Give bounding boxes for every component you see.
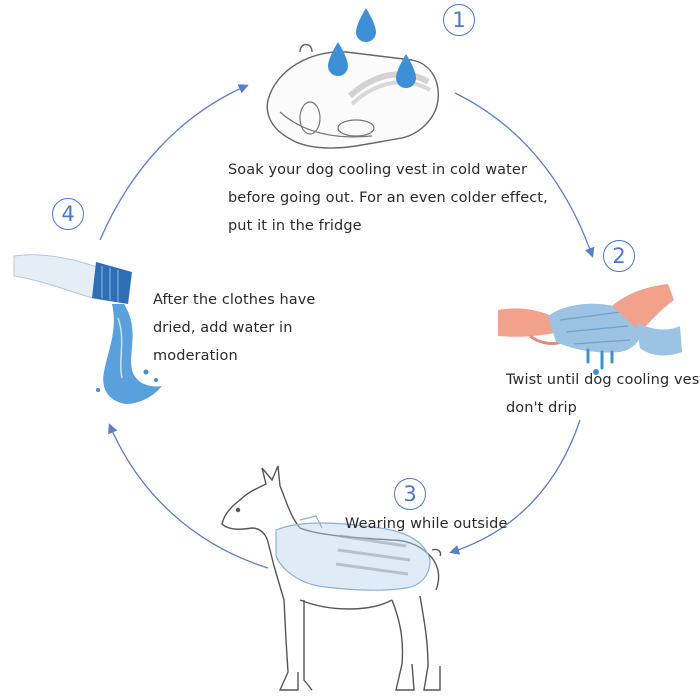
dog-vest-overlay bbox=[275, 515, 431, 591]
step-2-number: 2 bbox=[603, 240, 635, 272]
step-1-caption-line: before going out. For an even colder eff… bbox=[228, 190, 548, 206]
arrow-2-to-3 bbox=[449, 419, 581, 555]
vest-with-water-drops-icon bbox=[266, 8, 439, 149]
step-1-caption: Soak your dog cooling vest in cold water… bbox=[228, 156, 548, 240]
step-1-caption-line: Soak your dog cooling vest in cold water bbox=[228, 162, 528, 178]
step-2-caption-line: don't drip bbox=[506, 400, 577, 416]
step-4-caption: After the clothes have dried, add water … bbox=[153, 286, 315, 370]
step-1-number: 1 bbox=[443, 4, 475, 36]
step-2-caption: Twist until dog cooling vest don't drip bbox=[506, 366, 700, 422]
step-4-caption-line: After the clothes have bbox=[153, 292, 316, 308]
dog-wearing-vest-icon bbox=[221, 465, 442, 691]
hands-wringing-cloth-icon bbox=[498, 284, 682, 375]
step-2-caption-line: Twist until dog cooling vest bbox=[506, 372, 700, 388]
step-1-caption-line: put it in the fridge bbox=[228, 218, 362, 234]
step-3-number: 3 bbox=[394, 478, 426, 510]
step-4-number: 4 bbox=[52, 198, 84, 230]
bottle-pouring-water-icon bbox=[13, 254, 162, 404]
step-3-caption-line: Wearing while outside bbox=[345, 516, 508, 532]
arrow-1-to-2 bbox=[454, 92, 595, 258]
arrow-4-to-1 bbox=[99, 84, 249, 241]
step-4-caption-line: moderation bbox=[153, 348, 238, 364]
step-4-caption-line: dried, add water in bbox=[153, 320, 293, 336]
arrow-3-to-4 bbox=[108, 423, 269, 569]
step-3-caption: Wearing while outside bbox=[345, 510, 507, 538]
